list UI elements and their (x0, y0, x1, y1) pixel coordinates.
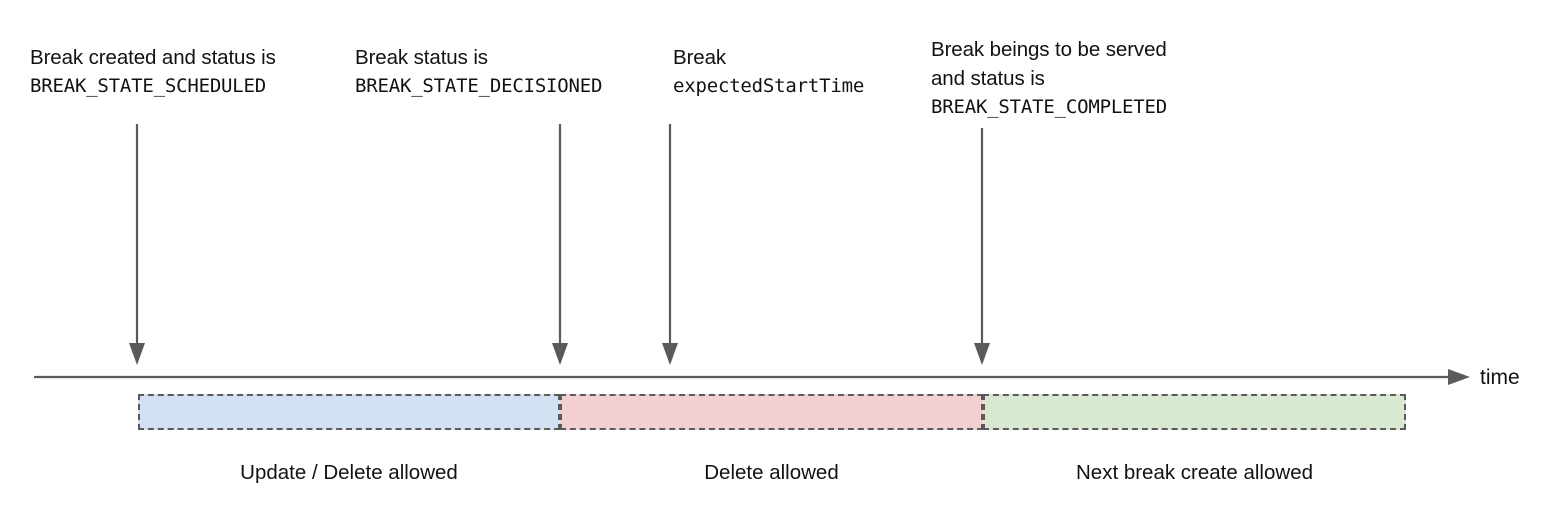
event-annotation-completed: Break beings to be served and status is … (931, 35, 1167, 122)
event-annotation-scheduled: Break created and status is BREAK_STATE_… (30, 43, 276, 101)
event-annotation-expected-start-time: Break expectedStartTime (673, 43, 864, 101)
time-axis-label: time (1480, 366, 1520, 389)
event-annotation-completed-line1: Break beings to be served (931, 38, 1167, 61)
event-annotation-expected-start-time-field: expectedStartTime (673, 75, 865, 97)
phase-bar-delete-only (560, 394, 983, 430)
marker-arrow-completed-icon (974, 128, 990, 365)
marker-arrow-scheduled-icon (129, 124, 145, 365)
event-annotation-decisioned-line1: Break status is (355, 46, 488, 69)
marker-arrow-decisioned-icon (552, 124, 568, 365)
phase-caption-update-delete: Update / Delete allowed (240, 461, 458, 484)
phase-bar-update-delete (138, 394, 560, 430)
event-annotation-scheduled-line1: Break created and status is (30, 46, 276, 69)
event-annotation-scheduled-state: BREAK_STATE_SCHEDULED (30, 75, 267, 97)
event-annotation-decisioned-state: BREAK_STATE_DECISIONED (355, 75, 603, 97)
event-annotation-expected-start-time-line1: Break (673, 46, 727, 69)
phase-caption-next-break: Next break create allowed (1075, 461, 1313, 484)
phase-bar-next-break (983, 394, 1406, 430)
marker-arrow-expected-start-time-icon (662, 124, 678, 365)
event-annotation-completed-line2: and status is (931, 67, 1045, 90)
time-axis (34, 369, 1470, 385)
event-annotation-completed-state: BREAK_STATE_COMPLETED (931, 96, 1168, 118)
event-annotation-decisioned: Break status is BREAK_STATE_DECISIONED (355, 43, 602, 101)
phase-caption-delete-only: Delete allowed (704, 461, 839, 484)
time-axis-arrowhead-icon (1448, 369, 1470, 385)
